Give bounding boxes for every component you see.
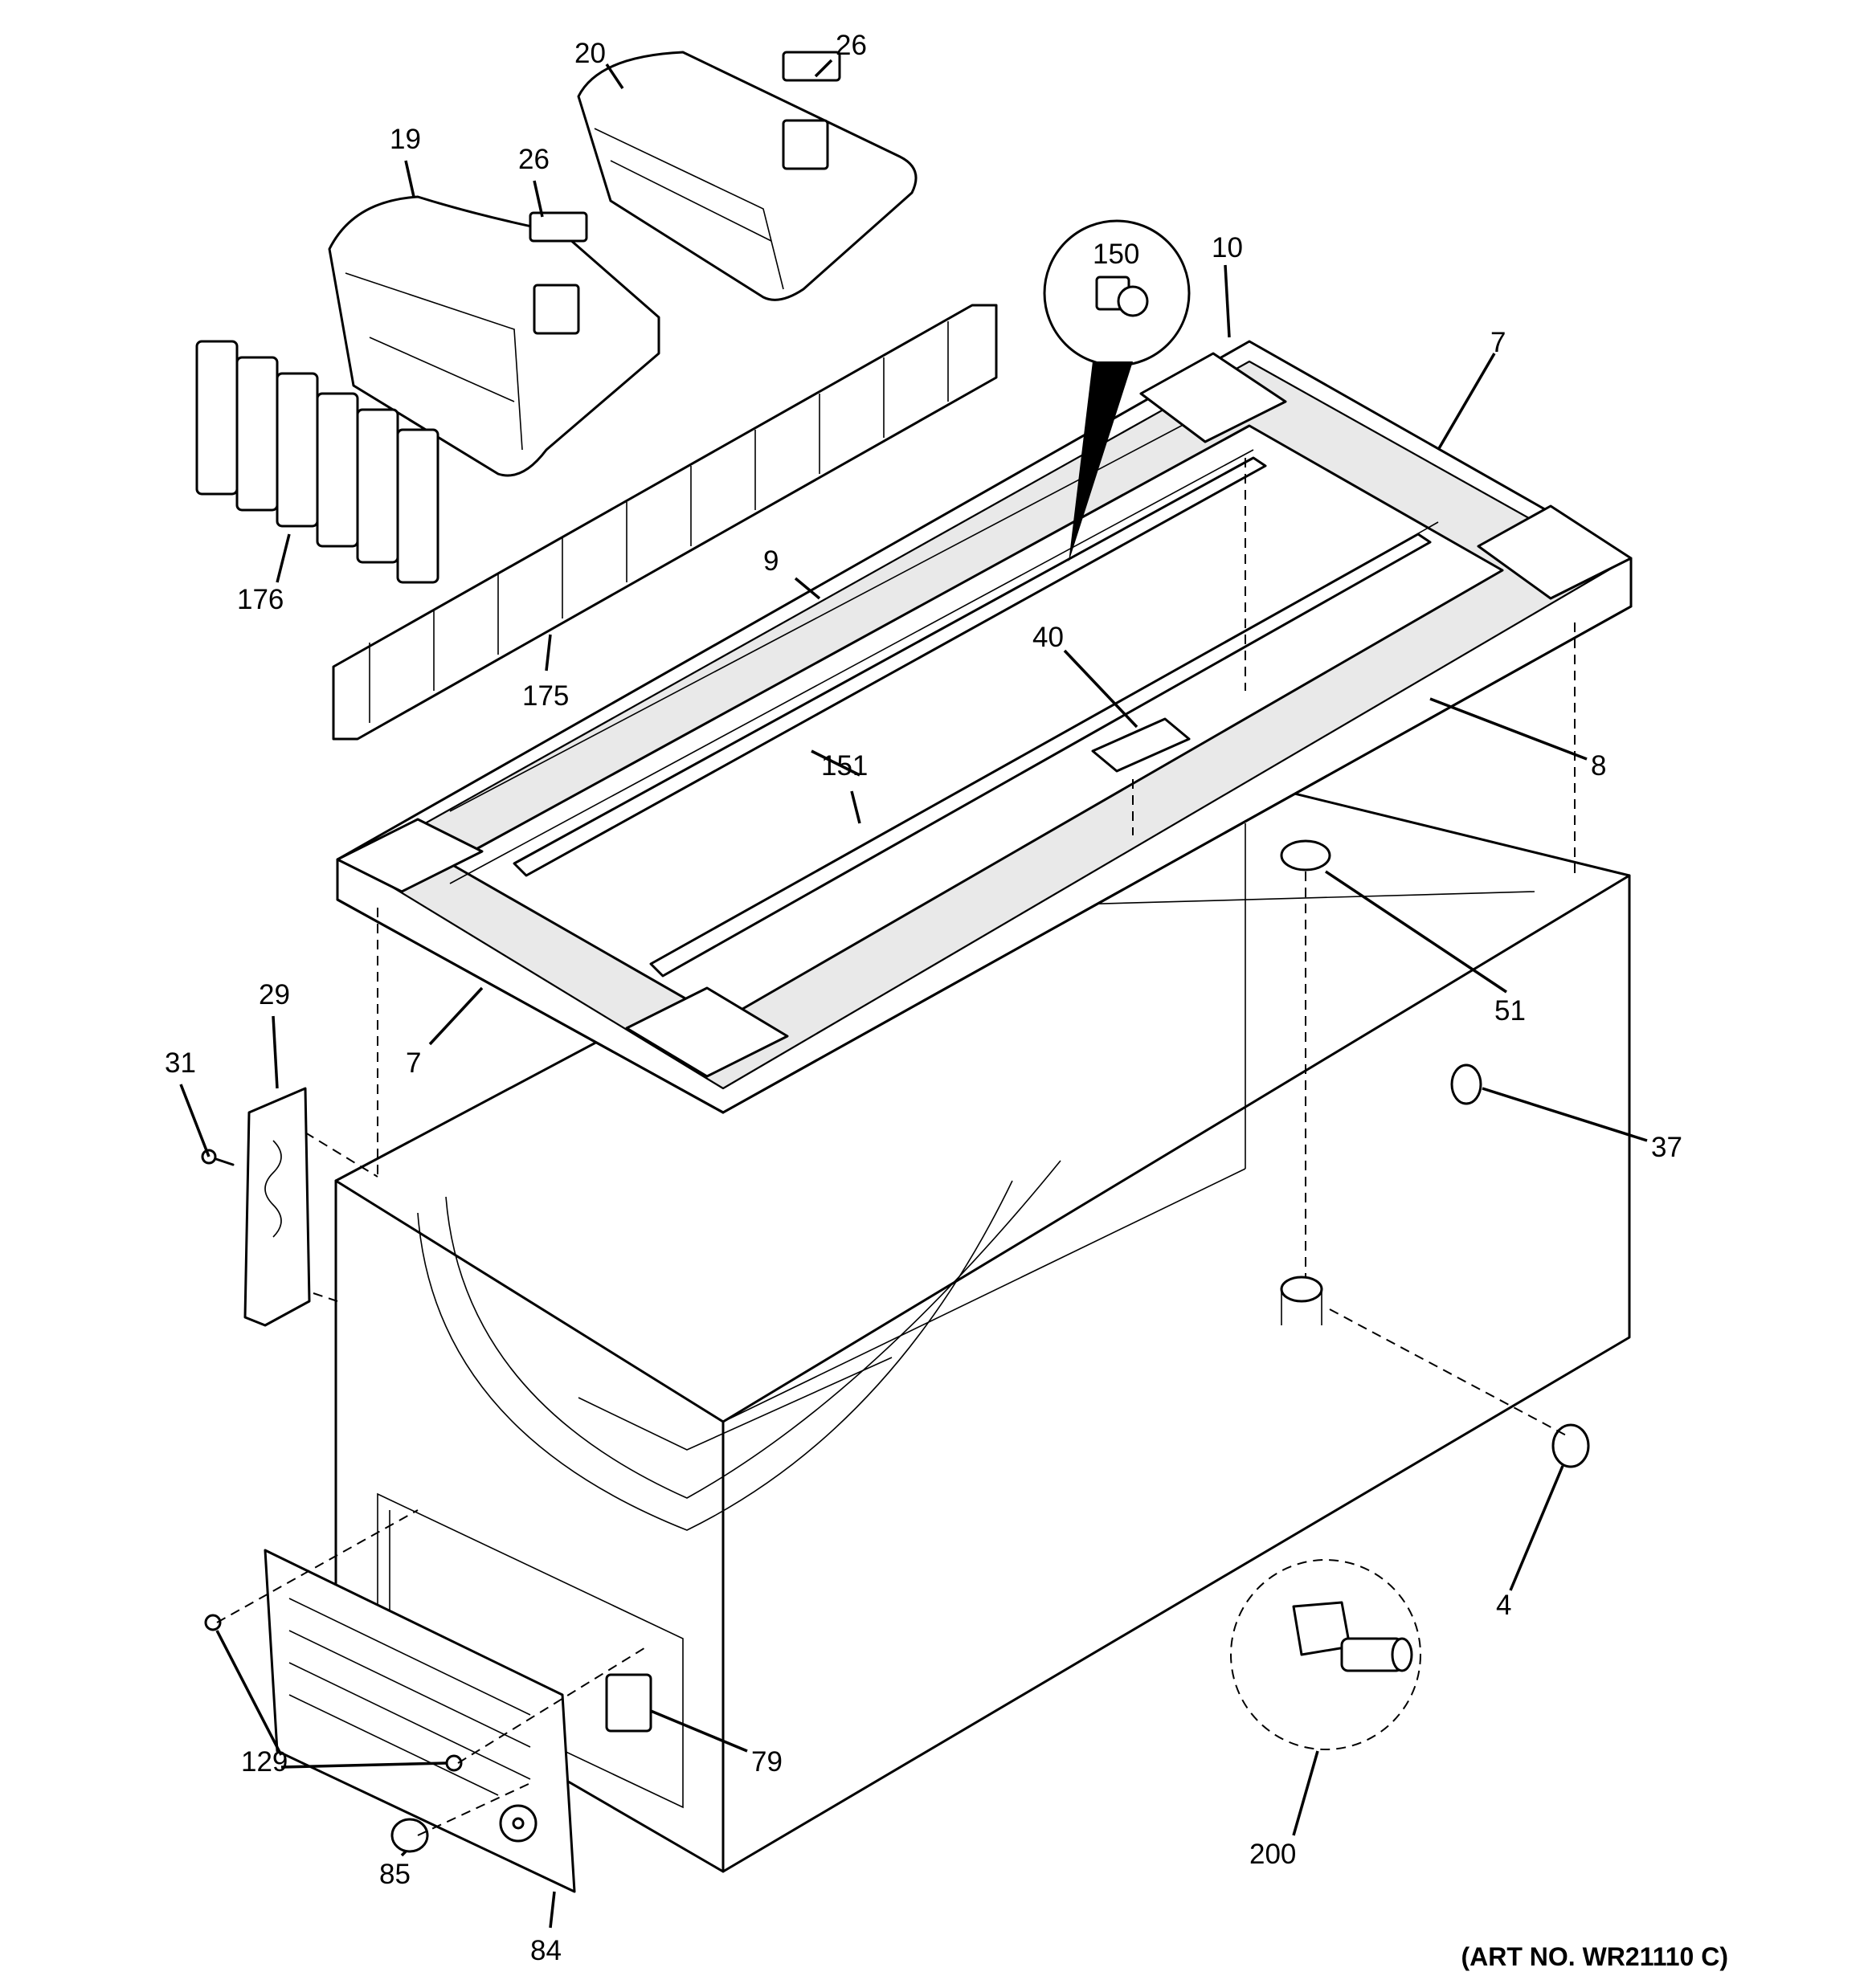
lid-frame <box>336 219 1633 1114</box>
label-9: 9 <box>763 545 779 577</box>
screw-129a <box>204 1614 222 1631</box>
label-79: 79 <box>751 1746 783 1778</box>
label-37: 37 <box>1651 1132 1682 1163</box>
switch-79 <box>605 1673 652 1733</box>
plug-37 <box>1450 1063 1482 1105</box>
label-40: 40 <box>1032 622 1064 653</box>
label-19: 19 <box>390 124 421 155</box>
art-number: (ART NO. WR21110 C) <box>1461 1942 1728 1971</box>
label-7b: 7 <box>406 1047 421 1079</box>
plug-4 <box>1551 1423 1590 1468</box>
label-84: 84 <box>530 1935 562 1966</box>
label-20: 20 <box>574 38 606 69</box>
plug-51 <box>1280 839 1331 872</box>
plug-85 <box>390 1818 429 1853</box>
label-176: 176 <box>237 584 284 615</box>
drain-fitting <box>1280 1276 1323 1325</box>
label-26a: 26 <box>836 30 867 61</box>
label-85: 85 <box>379 1859 411 1890</box>
grille-84 <box>264 1549 576 1893</box>
screw-129b <box>445 1754 463 1772</box>
basket-19 <box>328 195 660 477</box>
label-26b: 26 <box>518 144 550 175</box>
divider-set-176 <box>195 340 439 584</box>
label-31: 31 <box>165 1047 196 1079</box>
label-4: 4 <box>1496 1590 1511 1621</box>
drain-fitting-200 <box>1230 1559 1421 1750</box>
label-8: 8 <box>1591 750 1606 782</box>
label-151: 151 <box>821 750 868 782</box>
label-150: 150 <box>1093 239 1139 270</box>
basket-20 <box>577 51 918 301</box>
label-175: 175 <box>522 680 569 712</box>
label-29: 29 <box>259 979 290 1010</box>
label-7a: 7 <box>1490 327 1506 358</box>
label-200: 200 <box>1249 1839 1296 1870</box>
part-labels: 20 26 19 26 150 10 7 176 9 175 40 151 8 … <box>165 30 1682 1966</box>
leader-lines <box>179 59 1648 1929</box>
hinge-29 <box>243 1087 311 1327</box>
label-51: 51 <box>1494 995 1526 1027</box>
assembly-guide-lines <box>216 458 1576 1836</box>
divider-set-175 <box>332 304 998 741</box>
label-129: 129 <box>241 1746 288 1778</box>
label-10: 10 <box>1212 232 1243 263</box>
